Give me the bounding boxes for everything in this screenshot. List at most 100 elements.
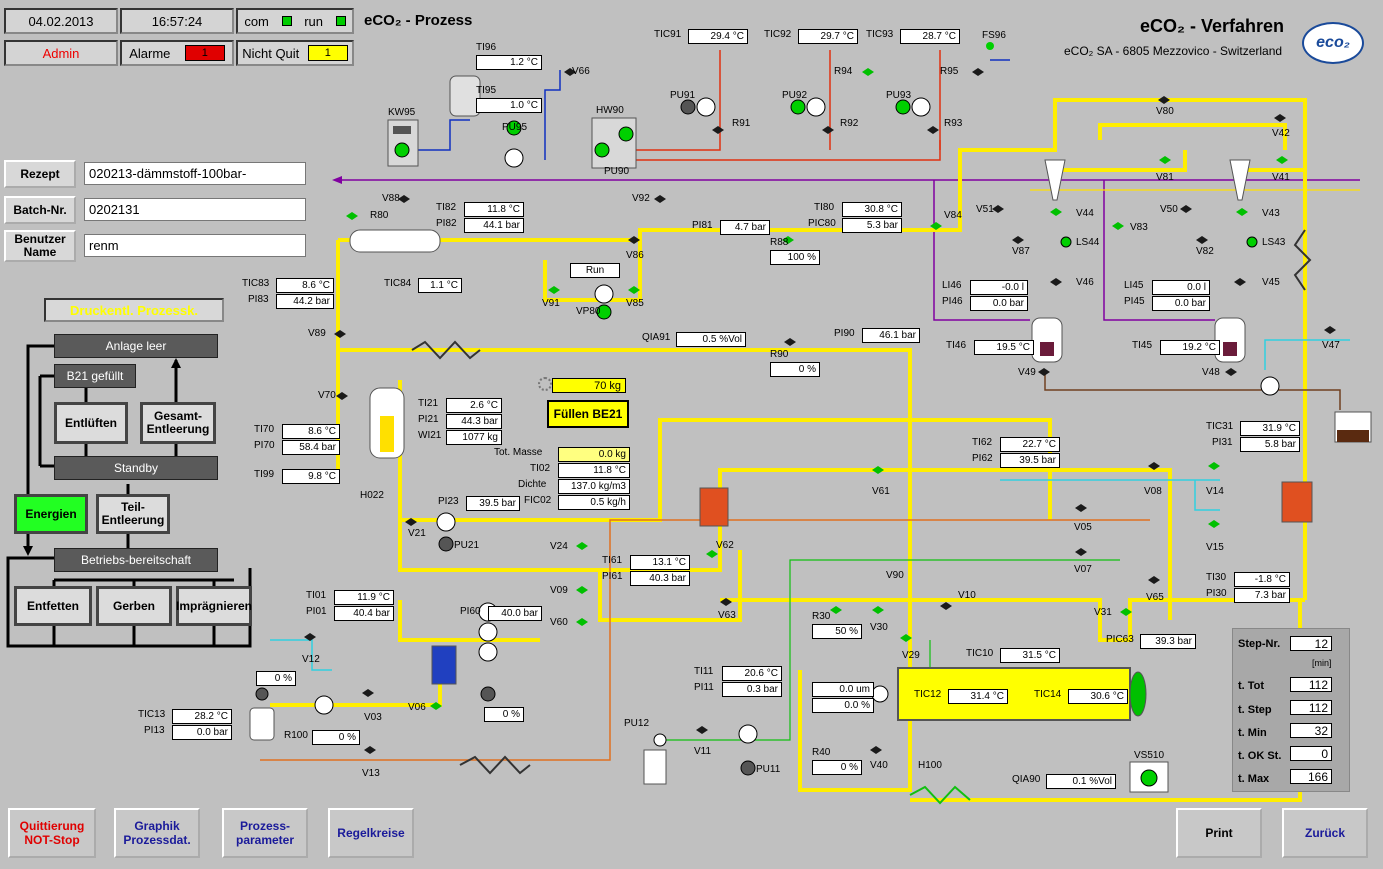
equipment-tag-pu91[interactable]: PU91 [670,90,696,101]
value-tic92[interactable]: 29.7 °C [798,29,858,44]
value-pi70[interactable]: 58.4 bar [282,440,340,455]
value-tic93[interactable]: 28.7 °C [900,29,960,44]
value-totmasse[interactable]: 0.0 kg [558,447,630,462]
impraegnieren-button[interactable]: Imprägnieren [176,586,252,626]
value-tic84[interactable]: 1.1 °C [418,278,462,293]
equipment-tag-v49[interactable]: V49 [1018,367,1036,378]
value-pi21[interactable]: 44.3 bar [446,414,502,429]
equipment-tag-v48[interactable]: V48 [1202,367,1220,378]
equipment-tag-v15[interactable]: V15 [1206,542,1224,553]
prozessparameter-button[interactable]: Prozess-parameter [222,808,308,858]
value-ti02[interactable]: 11.8 °C [558,463,630,478]
fill-be21-button[interactable]: Füllen BE21 [547,400,629,428]
equipment-tag-r94[interactable]: R94 [834,66,853,77]
equipment-tag-v84[interactable]: V84 [944,210,962,221]
graphik-prozessdaten-button[interactable]: Graphik Prozessdat. [114,808,200,858]
equipment-tag-v86[interactable]: V86 [626,250,644,261]
value-r30[interactable]: 50 % [812,624,862,639]
value-ti30[interactable]: -1.8 °C [1234,572,1290,587]
equipment-tag-pu92[interactable]: PU92 [782,90,808,101]
value-ti21[interactable]: 2.6 °C [446,398,502,413]
equipment-tag-v06[interactable]: V06 [408,702,426,713]
equipment-tag-v80[interactable]: V80 [1156,106,1174,117]
equipment-tag-fs96[interactable]: FS96 [982,30,1006,41]
value-fic02[interactable]: 0.5 kg/h [558,495,630,510]
value-pi81[interactable]: 4.7 bar [720,220,770,235]
equipment-tag-v08[interactable]: V08 [1144,486,1162,497]
state-standby[interactable]: Standby [54,456,218,480]
value-ti99[interactable]: 9.8 °C [282,469,340,484]
equipment-tag-v82[interactable]: V82 [1196,246,1214,257]
equipment-tag-ls44[interactable]: LS44 [1076,237,1100,248]
zurueck-button[interactable]: Zurück [1282,808,1368,858]
equipment-tag-v70[interactable]: V70 [318,390,336,401]
value-tic91[interactable]: 29.4 °C [688,29,748,44]
value-pi30[interactable]: 7.3 bar [1234,588,1290,603]
equipment-tag-hw90[interactable]: HW90 [596,105,624,116]
regelkreise-button[interactable]: Regelkreise [328,808,414,858]
equipment-tag-v60[interactable]: V60 [550,617,568,628]
value-qia90[interactable]: 0.1 %Vol [1046,774,1116,789]
value-tic83[interactable]: 8.6 °C [276,278,334,293]
user-name-button[interactable]: Benutzer Name [4,230,76,262]
equipment-tag-pu95[interactable]: PU95 [502,122,528,133]
equipment-tag-v92[interactable]: V92 [632,193,650,204]
equipment-tag-v41[interactable]: V41 [1272,172,1290,183]
value-mo10b[interactable]: 0.0 % [812,698,874,713]
value-r90[interactable]: 0 % [770,362,820,377]
not-acknowledged-status[interactable]: Nicht Quit 1 [236,40,354,66]
equipment-tag-vs510[interactable]: VS510 [1134,750,1165,761]
batch-field[interactable]: 0202131 [84,198,306,221]
equipment-tag-v29[interactable]: V29 [902,650,920,661]
equipment-tag-h100[interactable]: H100 [918,760,942,771]
equipment-tag-v66[interactable]: V66 [572,66,590,77]
equipment-tag-v45[interactable]: V45 [1262,277,1280,288]
value-mo13[interactable]: 0 % [256,671,296,686]
value-tic31[interactable]: 31.9 °C [1240,421,1300,436]
equipment-tag-v05[interactable]: V05 [1074,522,1092,533]
equipment-tag-r92[interactable]: R92 [840,118,859,129]
value-ti82[interactable]: 11.8 °C [464,202,524,217]
gesamt-entleerung-button[interactable]: Gesamt-Entleerung [140,402,216,444]
equipment-tag-v65[interactable]: V65 [1146,592,1164,603]
energien-button[interactable]: Energien [14,494,88,534]
equipment-tag-v50[interactable]: V50 [1160,204,1178,215]
value-ti61[interactable]: 13.1 °C [630,555,690,570]
equipment-tag-v09[interactable]: V09 [550,585,568,596]
value-pi01[interactable]: 40.4 bar [334,606,394,621]
value-tic10[interactable]: 31.5 °C [1000,648,1060,663]
value-ti70[interactable]: 8.6 °C [282,424,340,439]
equipment-tag-v24[interactable]: V24 [550,541,568,552]
teil-entleerung-button[interactable]: Teil-Entleerung [96,494,170,534]
equipment-tag-v85[interactable]: V85 [626,298,644,309]
value-pic80[interactable]: 5.3 bar [842,218,902,233]
equipment-tag-h022[interactable]: H022 [360,490,384,501]
value-pi46[interactable]: 0.0 bar [970,296,1028,311]
value-li46[interactable]: -0.0 l [970,280,1028,295]
value-ti45[interactable]: 19.2 °C [1160,340,1220,355]
equipment-tag-r91[interactable]: R91 [732,118,751,129]
rezept-field[interactable]: 020213-dämmstoff-100bar- [84,162,306,185]
equipment-tag-v44[interactable]: V44 [1076,208,1094,219]
print-button[interactable]: Print [1176,808,1262,858]
state-b21-gefuellt[interactable]: B21 gefüllt [54,364,136,388]
equipment-tag-v43[interactable]: V43 [1262,208,1280,219]
equipment-tag-v90[interactable]: V90 [886,570,904,581]
value-tic12[interactable]: 31.4 °C [948,689,1008,704]
value-tic14[interactable]: 30.6 °C [1068,689,1128,704]
equipment-tag-vp80[interactable]: VP80 [576,306,601,317]
value-pi60[interactable]: 40.0 bar [488,606,542,621]
rezept-button[interactable]: Rezept [4,160,76,188]
equipment-tag-v12[interactable]: V12 [302,654,320,665]
equipment-tag-v46[interactable]: V46 [1076,277,1094,288]
equipment-tag-v21[interactable]: V21 [408,528,426,539]
equipment-tag-v30[interactable]: V30 [870,622,888,633]
value-ti62[interactable]: 22.7 °C [1000,437,1060,452]
batch-button[interactable]: Batch-Nr. [4,196,76,224]
equipment-tag-v63[interactable]: V63 [718,610,736,621]
value-pi13[interactable]: 0.0 bar [172,725,232,740]
equipment-tag-pu11[interactable]: PU11 [756,764,781,775]
equipment-tag-v88[interactable]: V88 [382,193,400,204]
equipment-tag-ls43[interactable]: LS43 [1262,237,1286,248]
value-pi62[interactable]: 39.5 bar [1000,453,1060,468]
